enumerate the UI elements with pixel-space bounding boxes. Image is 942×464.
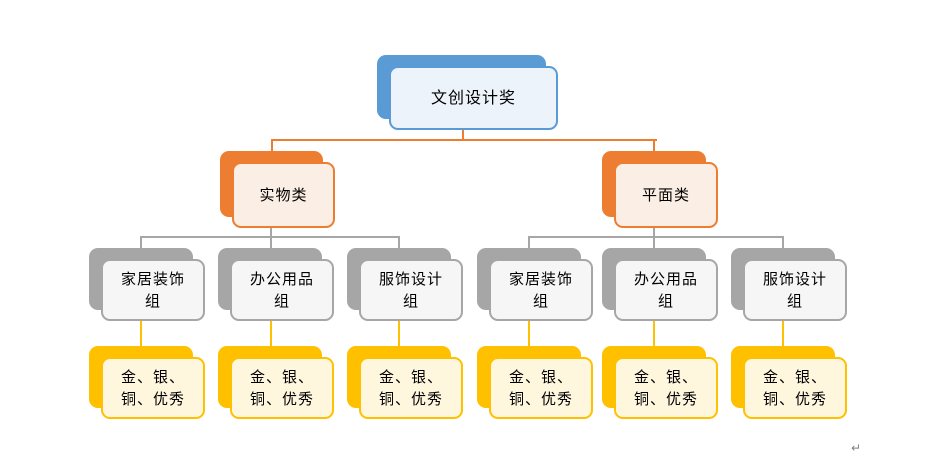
connector-graphic-crossbar — [528, 236, 784, 238]
awards-node-2[interactable]: 金、银、 铜、优秀 — [218, 346, 334, 419]
awards-node-face: 金、银、 铜、优秀 — [230, 357, 334, 419]
group-node-face: 办公用品 组 — [614, 259, 718, 321]
group-node-face: 家居装饰 组 — [489, 259, 593, 321]
group-node-face: 家居装饰 组 — [101, 259, 205, 321]
awards-node-face: 金、银、 铜、优秀 — [614, 357, 718, 419]
awards-node-1[interactable]: 金、银、 铜、优秀 — [89, 346, 205, 419]
root-node-label: 文创设计奖 — [430, 88, 516, 107]
root-node-face: 文创设计奖 — [389, 66, 558, 130]
group-node-label: 服饰设计 组 — [378, 270, 443, 310]
group-node-label: 家居装饰 组 — [120, 270, 185, 310]
group-node-home-decor-physical[interactable]: 家居装饰 组 — [89, 248, 205, 321]
awards-node-label: 金、银、 铜、优秀 — [508, 368, 573, 408]
connector-awards-2 — [270, 316, 272, 360]
awards-node-face: 金、银、 铜、优秀 — [489, 357, 593, 419]
group-node-label: 办公用品 组 — [249, 270, 314, 310]
awards-node-face: 金、银、 铜、优秀 — [359, 357, 463, 419]
connector-awards-3 — [398, 316, 400, 360]
branch-node-physical[interactable]: 实物类 — [220, 151, 335, 228]
connector-graphic-stem — [653, 226, 655, 260]
connector-awards-5 — [653, 316, 655, 360]
group-node-face: 办公用品 组 — [230, 259, 334, 321]
awards-node-label: 金、银、 铜、优秀 — [762, 368, 827, 408]
group-node-label: 办公用品 组 — [633, 270, 698, 310]
group-node-office-supplies-physical[interactable]: 办公用品 组 — [218, 248, 334, 321]
awards-node-4[interactable]: 金、银、 铜、优秀 — [477, 346, 593, 419]
branch-node-label: 平面类 — [641, 186, 690, 204]
connector-awards-6 — [782, 316, 784, 360]
awards-node-label: 金、银、 铜、优秀 — [120, 368, 185, 408]
awards-node-label: 金、银、 铜、优秀 — [633, 368, 698, 408]
connector-root-crossbar — [271, 139, 657, 141]
awards-node-5[interactable]: 金、银、 铜、优秀 — [602, 346, 718, 419]
awards-node-label: 金、银、 铜、优秀 — [249, 368, 314, 408]
connector-physical-stem — [270, 226, 272, 260]
branch-node-graphic[interactable]: 平面类 — [602, 151, 718, 228]
group-node-office-supplies-graphic[interactable]: 办公用品 组 — [602, 248, 718, 321]
awards-node-face: 金、银、 铜、优秀 — [101, 357, 205, 419]
connector-root-stem — [462, 128, 464, 140]
awards-node-3[interactable]: 金、银、 铜、优秀 — [347, 346, 463, 419]
connector-awards-4 — [528, 316, 530, 360]
branch-node-label: 实物类 — [259, 186, 308, 204]
connector-physical-crossbar — [140, 236, 400, 238]
group-node-label: 服饰设计 组 — [762, 270, 827, 310]
group-node-label: 家居装饰 组 — [508, 270, 573, 310]
awards-node-face: 金、银、 铜、优秀 — [743, 357, 847, 419]
group-node-face: 服饰设计 组 — [743, 259, 847, 321]
connector-awards-1 — [140, 316, 142, 360]
awards-node-6[interactable]: 金、银、 铜、优秀 — [731, 346, 847, 419]
group-node-apparel-design-graphic[interactable]: 服饰设计 组 — [731, 248, 847, 321]
group-node-home-decor-graphic[interactable]: 家居装饰 组 — [477, 248, 593, 321]
root-node[interactable]: 文创设计奖 — [377, 55, 558, 130]
branch-node-face: 平面类 — [614, 162, 718, 228]
group-node-face: 服饰设计 组 — [359, 259, 463, 321]
branch-node-face: 实物类 — [232, 162, 335, 228]
group-node-apparel-design-physical[interactable]: 服饰设计 组 — [347, 248, 463, 321]
awards-node-label: 金、银、 铜、优秀 — [378, 368, 443, 408]
paragraph-return-mark-icon: ↵ — [851, 441, 862, 455]
